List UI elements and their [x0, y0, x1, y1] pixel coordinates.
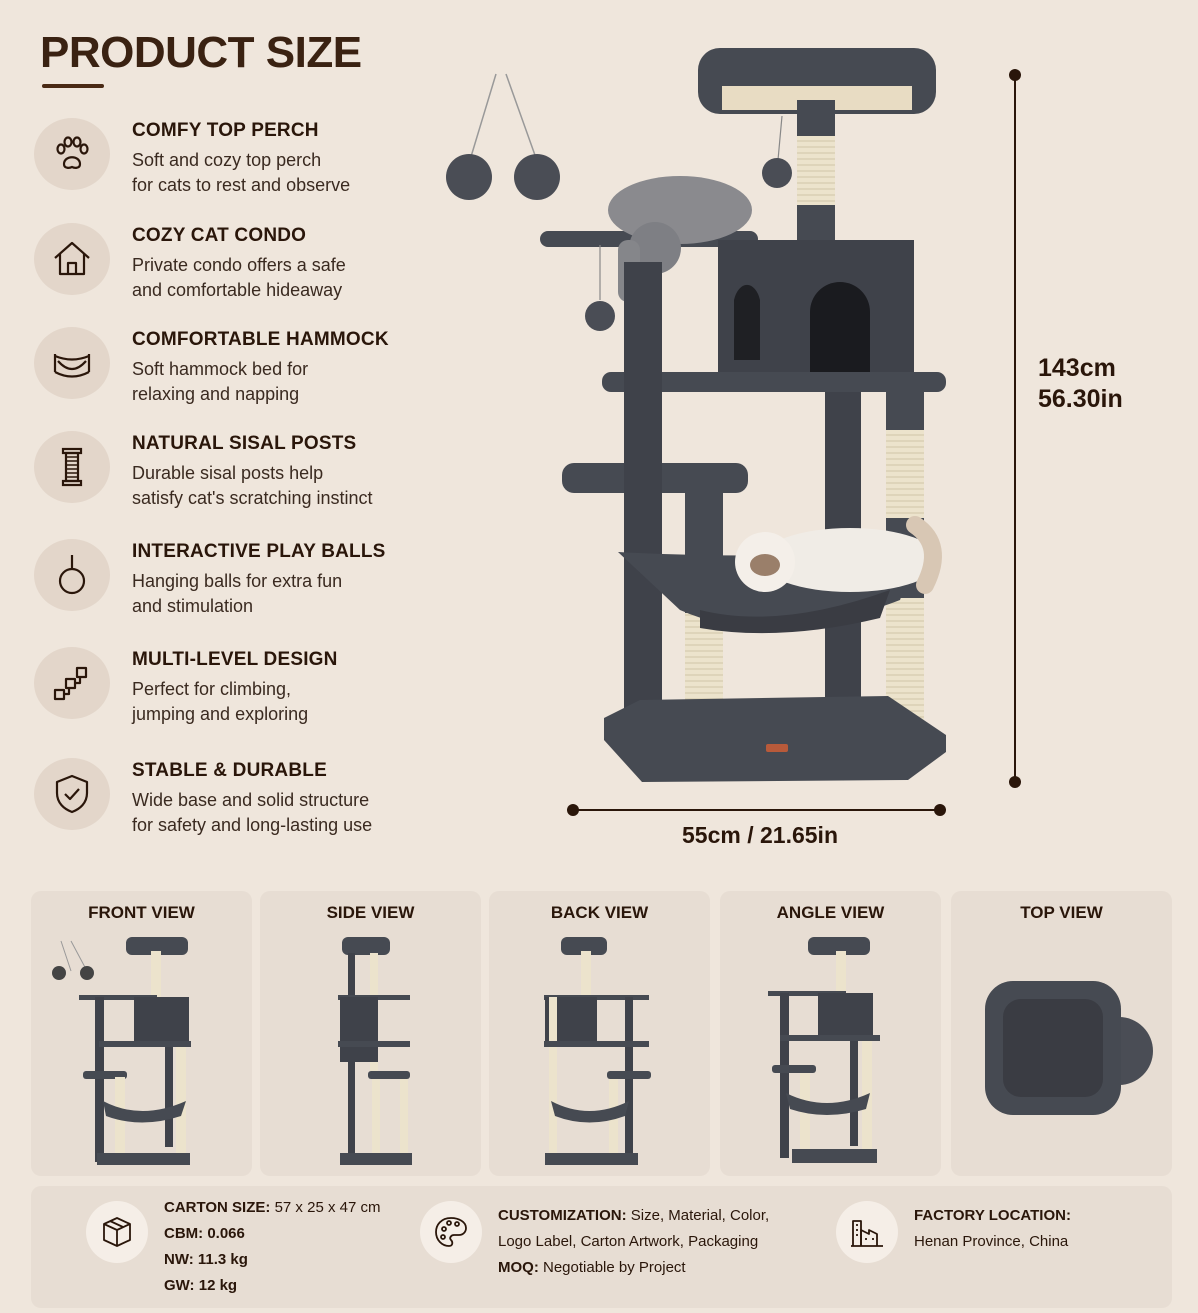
front-view-thumbnail — [52, 937, 191, 1165]
side-view-thumbnail — [338, 937, 412, 1165]
side-view-card: SIDE VIEW — [260, 891, 481, 1176]
customization-info: CUSTOMIZATION: Size, Material, Color, Lo… — [498, 1207, 770, 1276]
feature-title: MULTI-LEVEL DESIGN — [132, 649, 338, 670]
house-icon — [34, 223, 110, 295]
product-info-bar — [31, 1186, 1172, 1308]
stairs-icon — [34, 647, 110, 719]
angle-view-card: ANGLE VIEW — [720, 891, 941, 1176]
back-view-card: BACK VIEW — [489, 891, 710, 1176]
feature-multi-level: MULTI-LEVEL DESIGN Perfect for climbing,… — [34, 645, 434, 745]
feature-title: INTERACTIVE PLAY BALLS — [132, 541, 386, 562]
width-dimension: 55cm / 21.65in — [682, 822, 838, 848]
feature-title: COMFY TOP PERCH — [132, 120, 319, 141]
feature-title: STABLE & DURABLE — [132, 760, 327, 781]
angle-view-thumbnail — [768, 937, 880, 1163]
paw-icon — [34, 118, 110, 190]
top-view-card: TOP VIEW — [951, 891, 1172, 1176]
cat-tree-illustration — [446, 48, 1021, 816]
view-title: SIDE VIEW — [326, 903, 415, 922]
view-title: TOP VIEW — [1020, 903, 1103, 922]
title-underline — [42, 84, 104, 88]
view-title: FRONT VIEW — [88, 903, 195, 922]
sisal-post-icon — [34, 431, 110, 503]
feature-title: COZY CAT CONDO — [132, 225, 307, 246]
top-view-thumbnail — [985, 981, 1153, 1115]
feature-description: Perfect for climbing,jumping and explori… — [132, 679, 309, 724]
feature-title: COMFORTABLE HAMMOCK — [132, 329, 389, 350]
page-title: PRODUCT SIZE — [40, 28, 362, 77]
back-view-thumbnail — [544, 937, 651, 1165]
feature-title: NATURAL SISAL POSTS — [132, 433, 357, 454]
palette-icon — [420, 1201, 482, 1263]
ball-icon — [34, 539, 110, 611]
carton-info: CARTON SIZE: 57 x 25 x 47 cm CBM: 0.066 … — [164, 1199, 381, 1294]
hammock-icon — [34, 327, 110, 399]
feature-stable: STABLE & DURABLE Wide base and solid str… — [34, 756, 434, 856]
feature-play-balls: INTERACTIVE PLAY BALLS Hanging balls for… — [34, 537, 434, 637]
view-title: ANGLE VIEW — [776, 903, 885, 922]
front-view-card: FRONT VIEW — [31, 891, 252, 1176]
feature-cat-condo: COZY CAT CONDO Private condo offers a sa… — [34, 221, 434, 321]
view-title: BACK VIEW — [550, 903, 649, 922]
shield-icon — [34, 758, 110, 830]
box-icon — [86, 1201, 148, 1263]
factory-location-info: FACTORY LOCATION: Henan Province, China — [914, 1207, 1071, 1250]
feature-hammock: COMFORTABLE HAMMOCK Soft hammock bed for… — [34, 325, 434, 425]
feature-sisal-posts: NATURAL SISAL POSTS Durable sisal posts … — [34, 429, 434, 529]
factory-icon — [836, 1201, 898, 1263]
